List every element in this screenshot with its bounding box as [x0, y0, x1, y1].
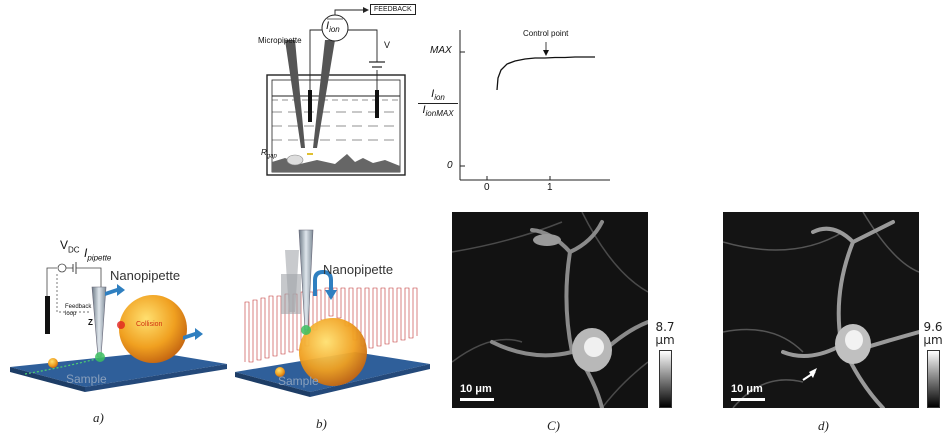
numerator-main: I	[431, 88, 435, 100]
vdc-main: V	[60, 238, 69, 252]
collision-label: Collision	[136, 321, 163, 328]
feedback-loop-line-1: Feedback	[65, 304, 92, 310]
y-axis-denominator: IionMAX	[418, 104, 458, 118]
scale-bar-d	[731, 398, 765, 401]
ion-current-sub: ion	[329, 25, 340, 35]
hopping-trace	[244, 287, 418, 363]
panel-b-illustration	[235, 229, 430, 397]
ipipette-main: I	[84, 246, 88, 260]
neuron-image-d	[723, 212, 919, 408]
y-axis-numerator: Iion	[418, 88, 458, 105]
feedback-label: FEEDBACK	[374, 6, 412, 13]
vdc-label: VDC	[60, 238, 80, 254]
panel-c-letter: C)	[547, 418, 560, 433]
afm-image-c: 10 μm	[452, 212, 648, 408]
scale-bar-label-c: 10 μm	[460, 383, 492, 395]
feedback-loop-line-2: loop	[65, 311, 77, 317]
colorbar-unit-d: μm	[923, 333, 943, 347]
pipette-electrode	[308, 90, 312, 122]
nanopipette	[91, 286, 107, 358]
panel-d-letter: d)	[818, 418, 829, 433]
colorbar-value-c: 8.7	[655, 320, 675, 334]
y-axis-fraction: Iion IionMAX	[418, 88, 458, 118]
gap-resistance-main: R	[261, 148, 267, 157]
z-label: Z	[88, 318, 93, 327]
sample-label-b: Sample	[278, 374, 319, 388]
approach-curve-plot	[459, 30, 610, 181]
y-max-label: MAX	[430, 45, 452, 56]
hop-arrow-icon	[313, 269, 333, 296]
feedback-box: FEEDBACK	[370, 4, 416, 15]
ipipette-label: Ipipette	[84, 246, 111, 262]
nanopipette-label-a: Nanopipette	[110, 268, 181, 283]
y-zero-label: 0	[447, 160, 453, 171]
colorbar-unit-c: μm	[655, 333, 675, 347]
voltage-label: V	[384, 40, 391, 50]
ipipette-sub: pipette	[87, 253, 112, 263]
panel-a-illustration	[10, 262, 227, 392]
scale-bar-label-d: 10 μm	[731, 383, 763, 395]
panel-a-letter: a)	[93, 410, 104, 425]
denominator-main: I	[422, 104, 426, 117]
sample-sphere-b	[299, 318, 367, 386]
gap-resistance-label: Rgap	[261, 148, 277, 160]
vdc-sub: DC	[68, 245, 80, 255]
micropipette	[285, 40, 335, 155]
colorbar-d	[927, 350, 940, 408]
sicm-schematic	[266, 7, 406, 176]
electrolyte-bath	[266, 74, 406, 176]
ion-current-main: I	[326, 20, 330, 32]
sample-label-a: Sample	[66, 372, 107, 386]
sample-surface	[10, 352, 227, 387]
numerator-sub: ion	[434, 93, 445, 103]
micropipette-label: Micropipette	[258, 36, 302, 45]
up-arrow-icon	[105, 284, 125, 296]
colorbar-value-d: 9.6	[923, 320, 943, 334]
denominator-sub: ionMAX	[425, 109, 454, 119]
x-tick-1: 1	[547, 182, 553, 193]
neuron-image-c	[452, 212, 648, 408]
nanopipette-label-b: Nanopipette	[323, 262, 394, 277]
colorbar-c	[659, 350, 672, 408]
right-arrow-icon	[183, 328, 203, 340]
approach-trace	[496, 56, 595, 91]
ion-current-symbol: Iion	[326, 20, 340, 34]
bath-electrode	[375, 90, 379, 118]
gap-resistance-sub: gap	[266, 153, 277, 160]
control-point-label: Control point	[523, 29, 569, 38]
afm-image-d: 10 μm	[723, 212, 919, 408]
x-tick-0: 0	[484, 182, 490, 193]
panel-b-letter: b)	[316, 416, 327, 431]
sample-sphere	[119, 295, 187, 363]
scale-bar-c	[460, 398, 494, 401]
